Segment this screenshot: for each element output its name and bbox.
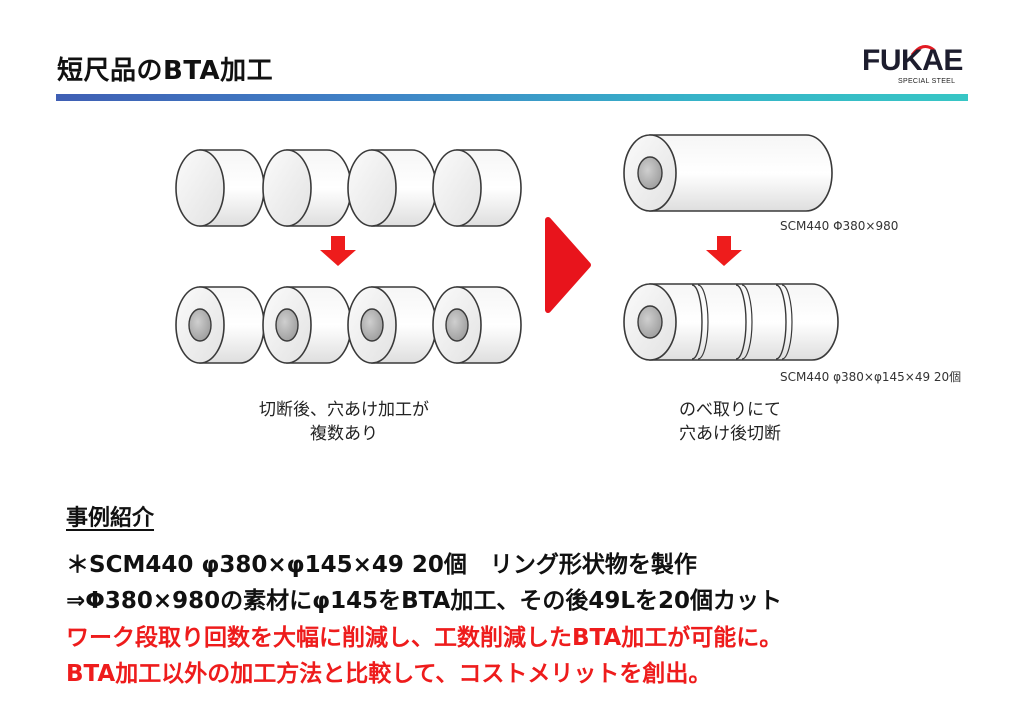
down-arrow-icon — [320, 236, 356, 266]
title-divider — [56, 94, 968, 101]
ring-cylinder — [262, 286, 352, 364]
case-line-process: ⇒Φ380×980の素材にφ145をBTA加工、その後49Lを20個カット — [66, 588, 783, 614]
right-caption-line: 穴あけ後切断 — [679, 424, 781, 444]
right-caption-line: のべ取りにて — [679, 400, 781, 420]
ring-cylinder — [432, 286, 522, 364]
ring-cylinder-group — [175, 286, 522, 364]
left-caption: 切断後、穴あけ加工が 複数あり — [214, 398, 474, 446]
company-logo: FUKAE SPECIAL STEEL — [862, 44, 966, 90]
logo-subtext: SPECIAL STEEL — [898, 78, 956, 85]
solid-cylinder — [175, 149, 265, 227]
ring-cylinder — [347, 286, 437, 364]
solid-cylinder — [262, 149, 352, 227]
page-title: 短尺品のBTA加工 — [57, 56, 274, 86]
spec-label-material: SCM440 Φ380×980 — [780, 219, 899, 233]
down-arrow-icon — [706, 236, 742, 266]
long-bar — [623, 134, 833, 212]
case-line-cost: BTA加工以外の加工方法と比較して、コストメリットを創出。 — [66, 661, 712, 687]
spec-label-product: SCM440 φ380×φ145×49 20個 — [780, 370, 962, 384]
left-caption-line: 切断後、穴あけ加工が — [259, 400, 429, 420]
case-line-benefit: ワーク段取り回数を大幅に削減し、工数削減したBTA加工が可能に。 — [66, 625, 783, 651]
ring-cylinder — [175, 286, 265, 364]
case-line-product: ＊SCM440 φ380×φ145×49 20個 リング形状物を製作 — [66, 552, 697, 578]
logo-arc-icon — [910, 44, 935, 56]
segmented-bar — [623, 283, 839, 361]
left-caption-line: 複数あり — [310, 424, 378, 444]
right-caption: のべ取りにて 穴あけ後切断 — [640, 398, 820, 446]
solid-cylinder — [347, 149, 437, 227]
solid-cylinder — [432, 149, 522, 227]
case-study-heading: 事例紹介 — [66, 506, 155, 531]
logo-wordmark: FUKAE — [862, 44, 963, 77]
process-chevron-icon — [545, 217, 591, 313]
solid-cylinder-group — [175, 149, 522, 227]
